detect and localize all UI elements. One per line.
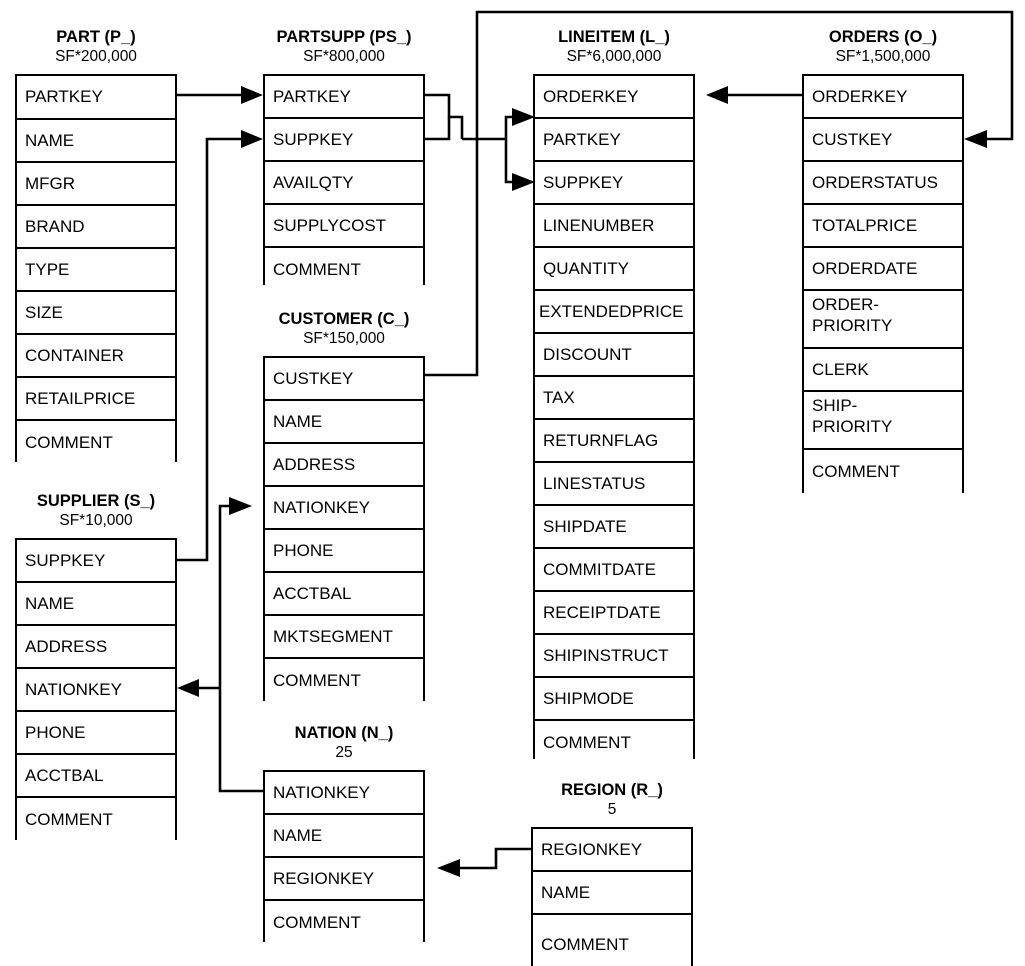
column-supplier-phone: PHONE <box>17 712 175 755</box>
wire-partsupp-keys-to-lineitem-keys <box>425 93 535 191</box>
column-lineitem-discount: DISCOUNT <box>535 334 693 377</box>
column-supplier-nationkey: NATIONKEY <box>17 669 175 712</box>
column-customer-name: NAME <box>265 401 423 444</box>
column-partsupp-supplycost: SUPPLYCOST <box>265 205 423 248</box>
column-partsupp-availqty: AVAILQTY <box>265 162 423 205</box>
column-nation-name: NAME <box>265 815 423 858</box>
column-part-type: TYPE <box>17 249 175 292</box>
column-part-comment: COMMENT <box>17 421 175 464</box>
table-region-title: REGION (R_) <box>561 781 663 799</box>
column-customer-acctbal: ACCTBAL <box>265 573 423 616</box>
column-lineitem-linestatus: LINESTATUS <box>535 463 693 506</box>
table-region-cardinality: 5 <box>607 801 617 818</box>
column-partsupp-partkey: PARTKEY <box>265 76 423 119</box>
column-orders-comment: COMMENT <box>804 450 962 493</box>
table-lineitem-box: ORDERKEY PARTKEY SUPPKEY LINENUMBER QUAN… <box>533 74 695 764</box>
column-supplier-comment: COMMENT <box>17 798 175 841</box>
table-region-box: REGIONKEY NAME COMMENT <box>531 827 693 966</box>
table-supplier-title: SUPPLIER (S_) <box>36 492 156 510</box>
table-partsupp: PARTSUPP (PS_) SF*800,000 <box>263 28 425 66</box>
table-region: REGION (R_) 5 <box>531 781 693 819</box>
column-nation-nationkey: NATIONKEY <box>265 772 423 815</box>
column-nation-regionkey: REGIONKEY <box>265 858 423 901</box>
column-supplier-address: ADDRESS <box>17 626 175 669</box>
column-lineitem-tax: TAX <box>535 377 693 420</box>
column-region-comment: COMMENT <box>533 915 691 966</box>
table-partsupp-title: PARTSUPP (PS_) <box>276 28 412 46</box>
table-part: PART (P_) SF*200,000 <box>15 28 177 66</box>
table-nation-cardinality: 25 <box>335 744 353 761</box>
column-region-name: NAME <box>533 872 691 915</box>
wire-orders-orderkey-to-lineitem-orderkey <box>706 86 802 104</box>
column-lineitem-shipdate: SHIPDATE <box>535 506 693 549</box>
column-customer-comment: COMMENT <box>265 659 423 702</box>
table-part-title: PART (P_) <box>56 28 136 46</box>
column-lineitem-shipmode: SHIPMODE <box>535 678 693 721</box>
table-part-box: PARTKEY NAME MFGR BRAND TYPE SIZE CONTAI… <box>15 74 177 464</box>
table-lineitem: LINEITEM (L_) SF*6,000,000 <box>533 28 695 66</box>
column-region-regionkey: REGIONKEY <box>533 829 691 872</box>
column-customer-mktsegment: MKTSEGMENT <box>265 616 423 659</box>
column-orders-orderdate: ORDERDATE <box>804 248 962 291</box>
column-orders-shippriority: SHIP- PRIORITY <box>804 392 962 450</box>
column-nation-comment: COMMENT <box>265 901 423 944</box>
column-part-container: CONTAINER <box>17 335 175 378</box>
column-supplier-name: NAME <box>17 583 175 626</box>
table-orders: ORDERS (O_) SF*1,500,000 <box>802 28 964 66</box>
column-orders-orderstatus: ORDERSTATUS <box>804 162 962 205</box>
column-orders-orderkey: ORDERKEY <box>804 76 962 119</box>
column-lineitem-comment: COMMENT <box>535 721 693 764</box>
column-partsupp-comment: COMMENT <box>265 248 423 291</box>
column-lineitem-receiptdate: RECEIPTDATE <box>535 592 693 635</box>
wire-nation-nationkey-to-customer-and-supplier <box>177 497 263 793</box>
column-lineitem-partkey: PARTKEY <box>535 119 693 162</box>
column-lineitem-linenumber: LINENUMBER <box>535 205 693 248</box>
column-part-mfgr: MFGR <box>17 163 175 206</box>
column-supplier-acctbal: ACCTBAL <box>17 755 175 798</box>
column-lineitem-shipinstruct: SHIPINSTRUCT <box>535 635 693 678</box>
wire-region-regionkey-to-nation-regionkey <box>437 847 531 877</box>
table-lineitem-title: LINEITEM (L_) <box>558 28 670 46</box>
table-supplier-cardinality: SF*10,000 <box>59 512 133 529</box>
column-lineitem-suppkey: SUPPKEY <box>535 162 693 205</box>
table-orders-box: ORDERKEY CUSTKEY ORDERSTATUS TOTALPRICE … <box>802 74 964 493</box>
table-partsupp-cardinality: SF*800,000 <box>303 48 385 65</box>
column-lineitem-extendedprice: EXTENDEDPRICE <box>535 291 693 334</box>
table-partsupp-box: PARTKEY SUPPKEY AVAILQTY SUPPLYCOST COMM… <box>263 74 425 291</box>
table-customer: CUSTOMER (C_) SF*150,000 <box>263 310 425 348</box>
wire-supplier-suppkey-to-partsupp-suppkey <box>177 130 263 562</box>
table-customer-title: CUSTOMER (C_) <box>278 310 410 328</box>
table-orders-title: ORDERS (O_) <box>828 28 938 46</box>
column-part-brand: BRAND <box>17 206 175 249</box>
column-orders-custkey: CUSTKEY <box>804 119 962 162</box>
table-customer-cardinality: SF*150,000 <box>303 330 385 347</box>
column-part-retailprice: RETAILPRICE <box>17 378 175 421</box>
column-lineitem-orderkey: ORDERKEY <box>535 76 693 119</box>
column-orders-clerk: CLERK <box>804 349 962 392</box>
column-supplier-suppkey: SUPPKEY <box>17 540 175 583</box>
table-orders-cardinality: SF*1,500,000 <box>835 48 931 65</box>
column-customer-address: ADDRESS <box>265 444 423 487</box>
column-part-size: SIZE <box>17 292 175 335</box>
table-nation-title: NATION (N_) <box>294 724 394 742</box>
table-customer-box: CUSTKEY NAME ADDRESS NATIONKEY PHONE ACC… <box>263 356 425 702</box>
table-nation: NATION (N_) 25 <box>263 724 425 762</box>
column-orders-orderpriority: ORDER- PRIORITY <box>804 291 962 349</box>
column-lineitem-quantity: QUANTITY <box>535 248 693 291</box>
table-lineitem-cardinality: SF*6,000,000 <box>566 48 662 65</box>
column-orders-totalprice: TOTALPRICE <box>804 205 962 248</box>
column-part-name: NAME <box>17 120 175 163</box>
table-nation-box: NATIONKEY NAME REGIONKEY COMMENT <box>263 770 425 944</box>
table-part-cardinality: SF*200,000 <box>55 48 137 65</box>
table-supplier: SUPPLIER (S_) SF*10,000 <box>15 492 177 530</box>
column-customer-phone: PHONE <box>265 530 423 573</box>
column-lineitem-commitdate: COMMITDATE <box>535 549 693 592</box>
column-partsupp-suppkey: SUPPKEY <box>265 119 423 162</box>
column-customer-custkey: CUSTKEY <box>265 358 423 401</box>
column-customer-nationkey: NATIONKEY <box>265 487 423 530</box>
column-part-partkey: PARTKEY <box>17 76 175 120</box>
wire-part-partkey-to-partsupp-partkey <box>177 86 263 104</box>
table-supplier-box: SUPPKEY NAME ADDRESS NATIONKEY PHONE ACC… <box>15 538 177 841</box>
column-lineitem-returnflag: RETURNFLAG <box>535 420 693 463</box>
